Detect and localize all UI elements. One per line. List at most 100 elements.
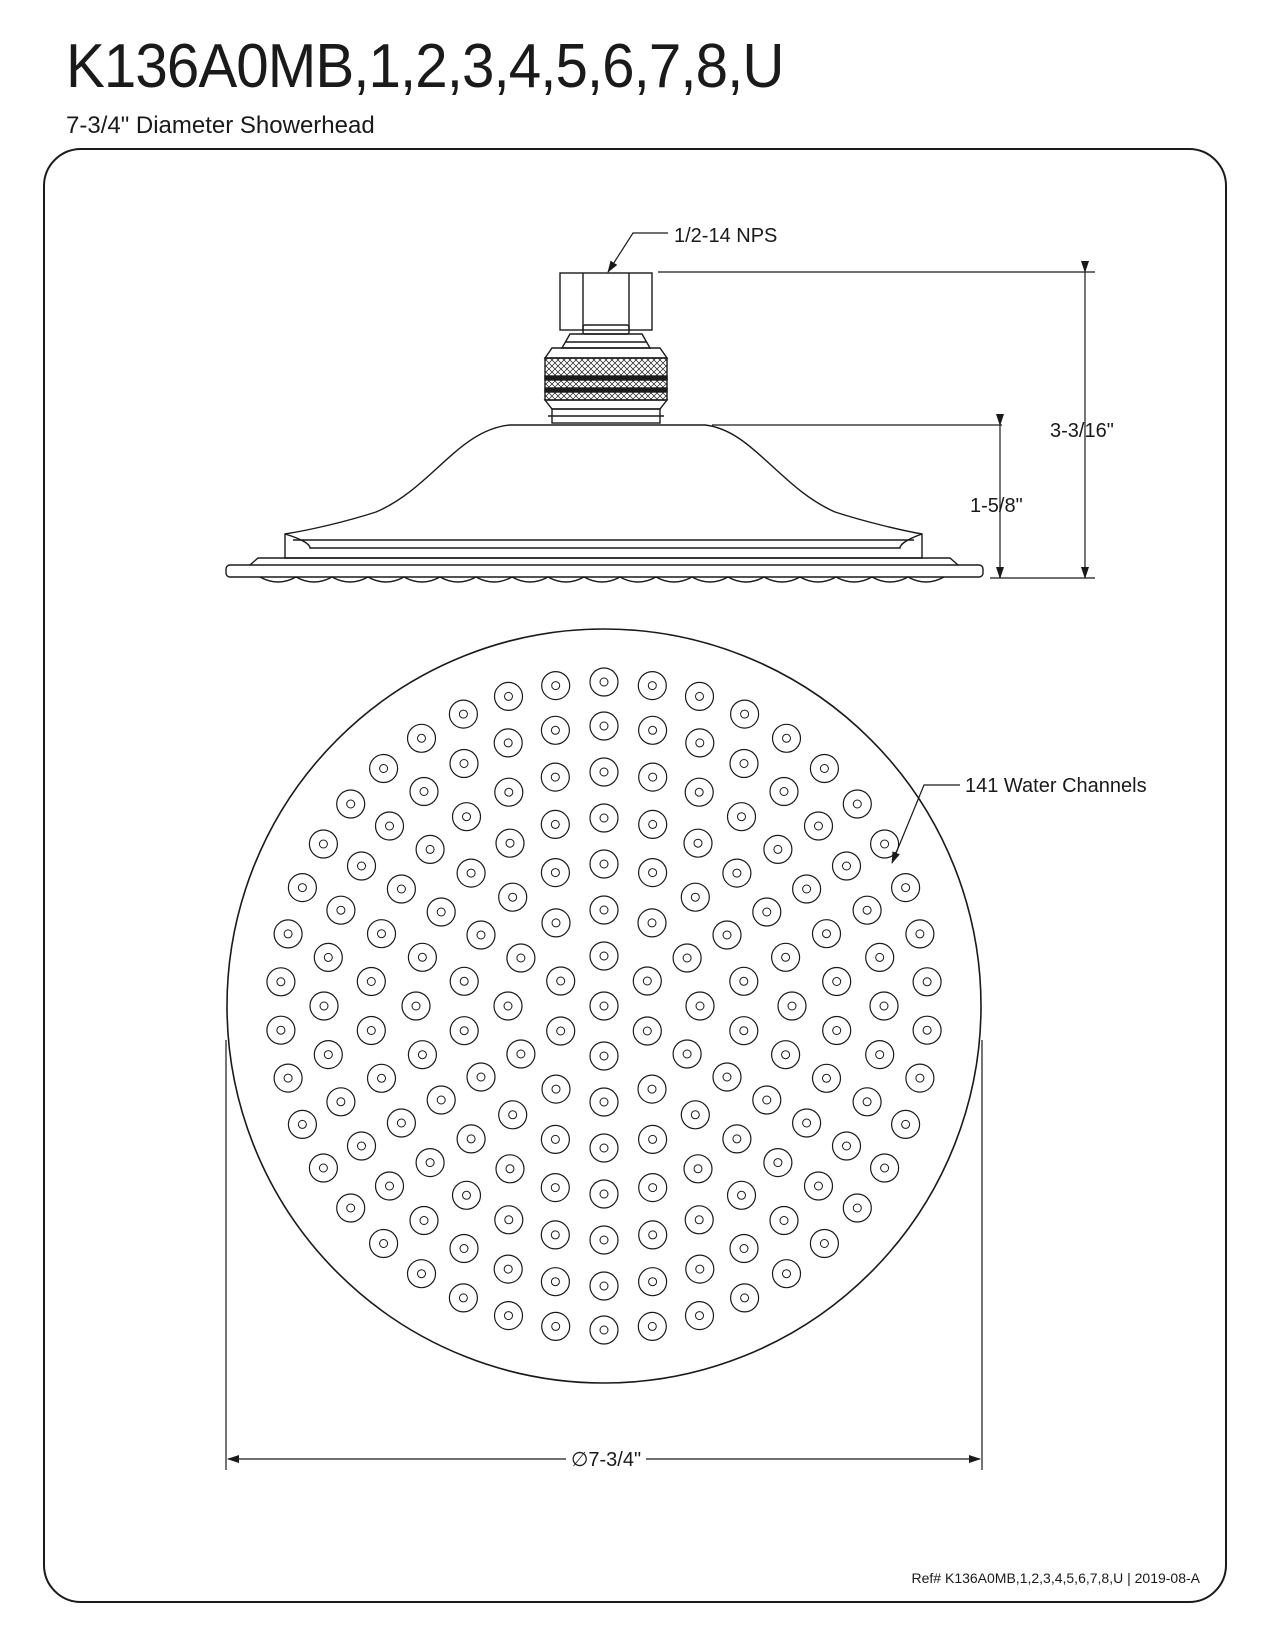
water-channel	[791, 874, 822, 904]
water-channel-orifice	[901, 1119, 911, 1129]
water-channel-orifice	[599, 1143, 609, 1153]
water-channel	[869, 829, 900, 859]
water-channel-orifice	[732, 868, 742, 878]
channels-label: 141 Water Channels	[965, 775, 1147, 797]
water-channel	[803, 811, 834, 841]
water-channel	[589, 1271, 619, 1301]
water-channel	[803, 1171, 834, 1201]
water-channel-orifice	[417, 952, 427, 962]
water-channel	[763, 834, 793, 865]
water-channel	[493, 1300, 524, 1331]
water-channel-orifice	[693, 1164, 703, 1174]
water-channel-orifice	[648, 819, 658, 829]
water-channel	[771, 1259, 802, 1289]
water-channel	[356, 966, 386, 997]
water-channel	[638, 1220, 668, 1250]
water-channels	[266, 667, 942, 1345]
head-height-label: 1-5/8"	[970, 495, 1023, 517]
water-channel	[632, 1016, 662, 1046]
water-channel-orifice	[852, 799, 862, 809]
water-channel-orifice	[599, 813, 609, 823]
water-channel-orifice	[466, 1134, 476, 1144]
spray-face-profile	[259, 576, 945, 583]
water-channel-orifice	[551, 918, 561, 928]
water-channel	[589, 1087, 619, 1117]
water-channel-orifice	[599, 951, 609, 961]
water-channel	[313, 1039, 343, 1070]
water-channel	[449, 966, 479, 996]
side-view	[225, 272, 984, 583]
water-channel-orifice	[599, 721, 609, 731]
water-channel-orifice	[599, 677, 609, 687]
water-channel-orifice	[283, 929, 293, 939]
water-channel	[308, 829, 338, 859]
water-channel-orifice	[462, 1190, 471, 1200]
water-channel-orifice	[436, 1095, 446, 1105]
water-channel-orifice	[739, 976, 749, 986]
water-channel	[589, 757, 619, 787]
water-channel-orifice	[642, 976, 652, 986]
water-channel-orifice	[550, 1277, 560, 1287]
water-channel-orifice	[503, 1264, 513, 1274]
water-channel	[905, 1063, 935, 1093]
water-channel	[386, 1108, 416, 1138]
water-channel	[912, 1015, 942, 1045]
water-channel-orifice	[459, 759, 469, 768]
water-channel-orifice	[599, 859, 609, 869]
water-channel	[541, 1311, 571, 1342]
water-channel-orifice	[297, 1119, 307, 1129]
water-channel	[684, 1205, 714, 1235]
water-channel	[366, 1063, 397, 1093]
water-channel-orifice	[599, 767, 609, 777]
water-channel-orifice	[508, 892, 518, 902]
water-channel	[456, 1124, 486, 1154]
water-channel	[811, 919, 842, 949]
water-channel-orifice	[504, 691, 513, 701]
water-channel	[729, 1283, 760, 1313]
water-channel-orifice	[915, 929, 925, 939]
water-channel-orifice	[648, 725, 658, 735]
water-channel-orifice	[425, 1158, 435, 1168]
water-channel	[684, 681, 715, 712]
water-channel-orifice	[648, 1134, 658, 1144]
water-channel	[369, 753, 399, 784]
water-channel-orifice	[648, 1230, 658, 1240]
water-channel-orifice	[276, 977, 286, 987]
water-channel	[494, 777, 524, 807]
water-channel	[672, 1039, 702, 1069]
water-channel	[493, 728, 523, 758]
water-channel-orifice	[516, 953, 526, 963]
water-channel-orifice	[690, 1110, 700, 1120]
page-subtitle: 7-3/4" Diameter Showerhead	[66, 112, 375, 139]
water-channel	[865, 942, 895, 973]
water-channel	[637, 1267, 668, 1297]
water-channel-orifice	[417, 1050, 427, 1060]
water-channel-orifice	[862, 1097, 872, 1107]
water-channel-orifice	[739, 759, 749, 768]
water-channel	[905, 919, 935, 949]
water-channel-orifice	[694, 787, 704, 797]
water-channel-orifice	[419, 787, 429, 796]
water-channel-orifice	[739, 1026, 749, 1036]
water-channel	[684, 777, 714, 807]
water-channel-orifice	[647, 681, 657, 691]
water-channel	[456, 858, 486, 888]
water-channel	[752, 1085, 782, 1115]
water-channel-orifice	[773, 844, 783, 854]
water-channel	[401, 991, 431, 1021]
water-channel	[683, 828, 713, 858]
water-channel-orifice	[551, 1321, 561, 1331]
water-channel	[374, 811, 405, 841]
water-channel	[589, 895, 619, 925]
water-channel	[498, 1100, 528, 1130]
water-channel-orifice	[396, 1118, 406, 1128]
water-channel	[769, 1205, 799, 1236]
water-channel-orifice	[819, 764, 829, 773]
water-channel	[726, 1180, 757, 1210]
water-channel-orifice	[504, 1215, 514, 1225]
water-channel	[791, 1108, 822, 1138]
water-channel-orifice	[504, 787, 514, 797]
side-dimensions	[607, 232, 1095, 579]
water-channel	[890, 872, 921, 903]
water-channel-orifice	[516, 1049, 526, 1059]
